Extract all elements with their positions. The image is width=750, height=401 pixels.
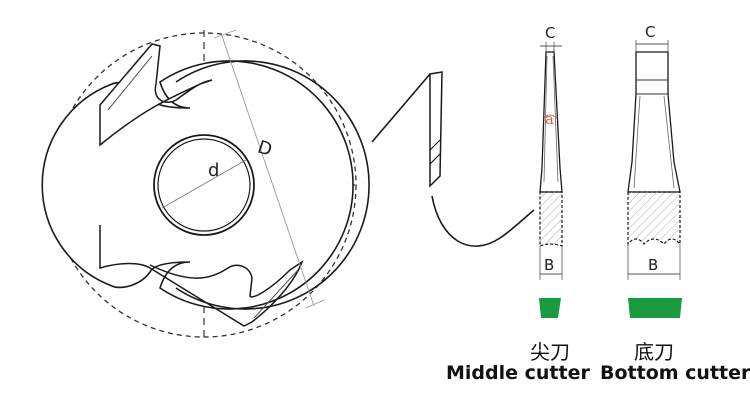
side-profile-sketch (371, 71, 535, 247)
bottom-cutter-profile: C B (627, 23, 682, 318)
bore-inner (157, 138, 251, 232)
lower-tooth (99, 225, 304, 327)
middle-angle-label: a (545, 110, 554, 128)
middle-cutter-chinese-label: 尖刀 (530, 340, 570, 364)
side-profile-line1 (429, 139, 441, 151)
middle-cutter-profile: C a B (539, 24, 563, 318)
middle-b-label: B (544, 256, 554, 274)
bottom-b-label: B (648, 256, 658, 274)
bottom-base (627, 191, 681, 246)
lower-tooth-bevel (253, 269, 299, 319)
bottom-c-label: C (645, 23, 655, 41)
middle-angle-arc (543, 114, 558, 119)
bottom-blade-taper-right (663, 95, 675, 189)
D-extension-top (213, 29, 237, 39)
sweep-curve (431, 195, 535, 247)
middle-cutter-english-label: Middle cutter (446, 362, 590, 384)
d-dimension-line (161, 159, 247, 209)
middle-c-label: C (545, 24, 555, 42)
d-label: d (208, 160, 219, 181)
middle-blade-taper-right (552, 55, 559, 183)
bottom-insert (628, 298, 682, 318)
bottom-cutter-english-label: Bottom cutter (600, 362, 750, 384)
upper-tooth (99, 43, 213, 147)
cutter-body (41, 60, 354, 310)
side-profile-line2 (429, 153, 441, 165)
middle-base (539, 191, 563, 247)
middle-blade-taper-left (543, 55, 548, 183)
bottom-blade-taper-left (633, 95, 641, 189)
side-profile (429, 71, 443, 188)
middle-insert (539, 298, 561, 318)
D-extension-bottom (305, 299, 325, 309)
cutter-plate (175, 60, 370, 310)
D-label: D (255, 137, 275, 161)
D-dimension-line (221, 35, 315, 307)
bottom-cutter-chinese-label: 底刀 (634, 340, 674, 364)
bore-outer (153, 134, 255, 236)
connector-line (371, 73, 431, 143)
cutter-front-view: d D (41, 29, 370, 340)
upper-tooth-bevel (107, 55, 153, 111)
